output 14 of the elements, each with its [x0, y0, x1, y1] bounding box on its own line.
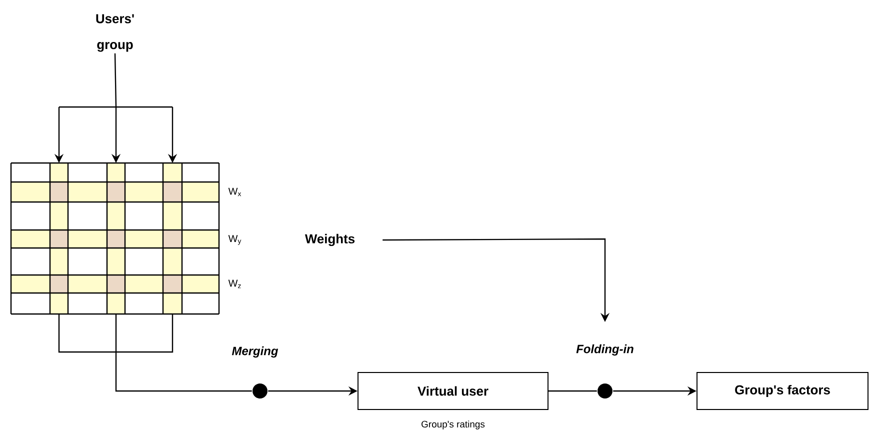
- row-label: W$_{z}$: [228, 280, 241, 288]
- text-label: Weights: [304, 234, 355, 246]
- junction-dot: [252, 384, 268, 398]
- row-label: W$_{y}$: [228, 235, 242, 245]
- arrow: [58, 313, 252, 392]
- node-caption: Merging: [232, 346, 278, 358]
- node-caption: Group's ratings: [422, 420, 485, 430]
- row-label: W$_{x}$: [228, 188, 242, 196]
- node-caption: Folding-in: [576, 344, 634, 356]
- process-box: Virtual user: [358, 372, 548, 410]
- text-label: Users' group: [96, 14, 134, 52]
- process-box: Group's factors: [696, 372, 868, 410]
- matrix-drawing: [10, 162, 220, 315]
- junction-dot: [598, 384, 612, 398]
